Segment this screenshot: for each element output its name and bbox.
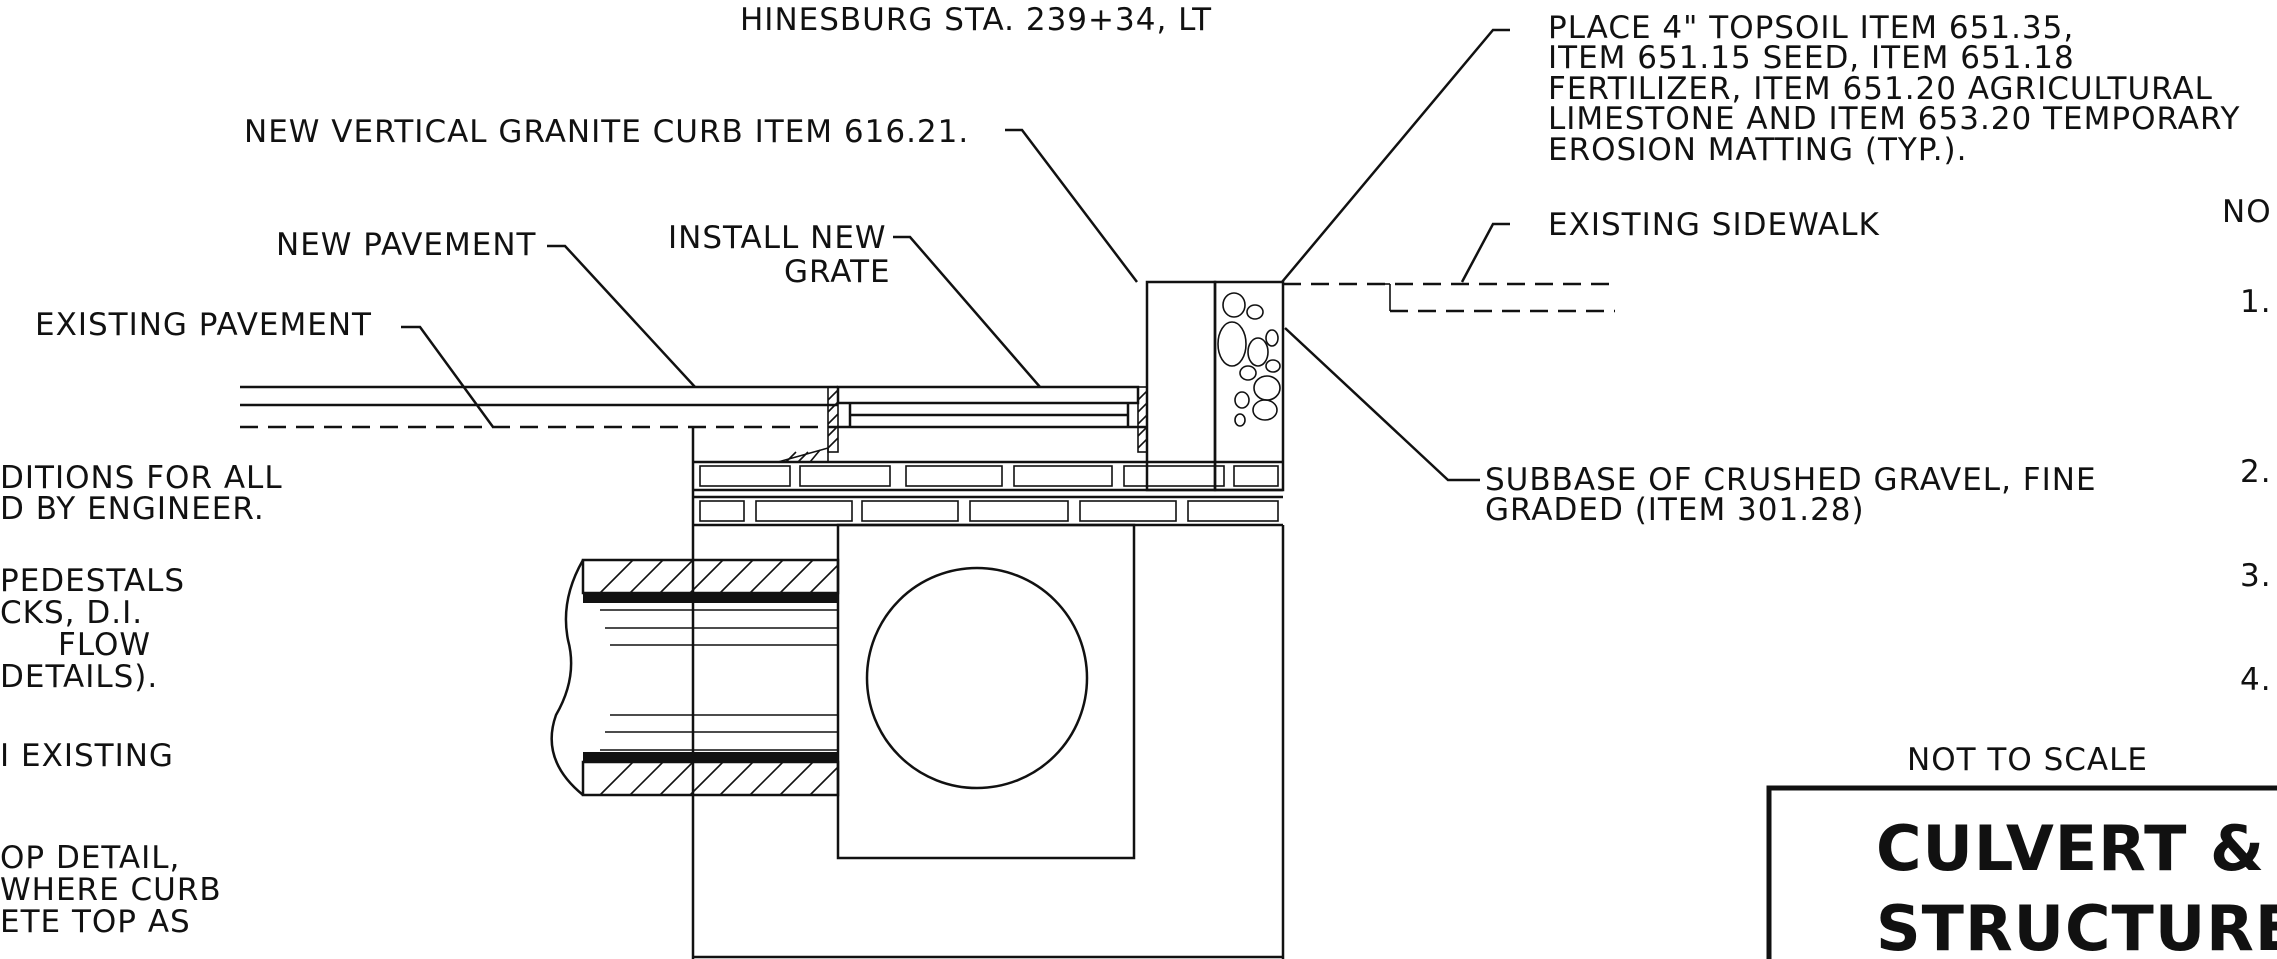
gravel-subbase bbox=[1213, 280, 1285, 492]
install-grate-label-line2: GRATE bbox=[784, 254, 891, 290]
note-left-line: DETAILS). bbox=[0, 659, 158, 695]
topsoil-label-line5: EROSION MATTING (TYP.). bbox=[1548, 132, 1968, 168]
general-notes-left: DITIONS FOR ALL D BY ENGINEER. PEDESTALS… bbox=[0, 460, 283, 940]
title-line2: STRUCTURE bbox=[1876, 892, 2277, 959]
note-left-line: D BY ENGINEER. bbox=[0, 491, 265, 527]
notes-header: NO bbox=[2222, 194, 2272, 230]
note-left-line: PEDESTALS bbox=[0, 563, 185, 599]
note-number: 2. bbox=[2240, 454, 2272, 490]
leader-lines bbox=[401, 28, 1510, 482]
note-number: 3. bbox=[2240, 558, 2272, 594]
existing-sidewalk-label: EXISTING SIDEWALK bbox=[1548, 207, 1880, 243]
title-block: CULVERT & STRUCTURE bbox=[1766, 785, 2277, 959]
general-notes-right: NO 1. 2. 3. 4. bbox=[2222, 194, 2272, 698]
note-left-line: I EXISTING bbox=[0, 738, 174, 774]
culvert-pipe bbox=[550, 558, 840, 797]
note-number: 4. bbox=[2240, 662, 2272, 698]
callout-labels: HINESBURG STA. 239+34, LT NEW VERTICAL G… bbox=[35, 2, 2240, 778]
not-to-scale-label: NOT TO SCALE bbox=[1907, 742, 2148, 778]
note-left-line: ETE TOP AS bbox=[0, 904, 191, 940]
note-left-line: OP DETAIL, bbox=[0, 840, 180, 876]
topsoil-label-line1: PLACE 4" TOPSOIL ITEM 651.35, bbox=[1548, 10, 2074, 46]
note-left-line: CKS, D.I. bbox=[0, 595, 143, 631]
title-line1: CULVERT & bbox=[1876, 812, 2265, 885]
topsoil-label-line2: ITEM 651.15 SEED, ITEM 651.18 bbox=[1548, 40, 2075, 76]
granite-curb bbox=[1145, 280, 1217, 492]
brick-courses bbox=[693, 460, 1283, 527]
new-pavement-label: NEW PAVEMENT bbox=[276, 227, 537, 263]
topsoil-label-line4: LIMESTONE AND ITEM 653.20 TEMPORARY bbox=[1548, 101, 2240, 137]
install-grate-label-line1: INSTALL NEW bbox=[668, 220, 887, 256]
existing-pavement-label: EXISTING PAVEMENT bbox=[35, 307, 372, 343]
subbase-label-line1: SUBBASE OF CRUSHED GRAVEL, FINE bbox=[1485, 462, 2097, 498]
pavement-layers bbox=[240, 385, 838, 429]
curb-label: NEW VERTICAL GRANITE CURB ITEM 616.21. bbox=[244, 114, 969, 150]
grate-frame bbox=[777, 385, 1148, 463]
note-number: 1. bbox=[2240, 284, 2272, 320]
note-left-line: DITIONS FOR ALL bbox=[0, 460, 283, 496]
topsoil-label-line3: FERTILIZER, ITEM 651.20 AGRICULTURAL bbox=[1548, 71, 2213, 107]
existing-sidewalk-outline bbox=[1283, 282, 1615, 313]
note-left-line: FLOW bbox=[58, 627, 151, 663]
drainage-structure-box bbox=[691, 427, 1285, 959]
subbase-label-line2: GRADED (ITEM 301.28) bbox=[1485, 492, 1865, 528]
station-label: HINESBURG STA. 239+34, LT bbox=[740, 2, 1212, 38]
note-left-line: WHERE CURB bbox=[0, 872, 222, 908]
